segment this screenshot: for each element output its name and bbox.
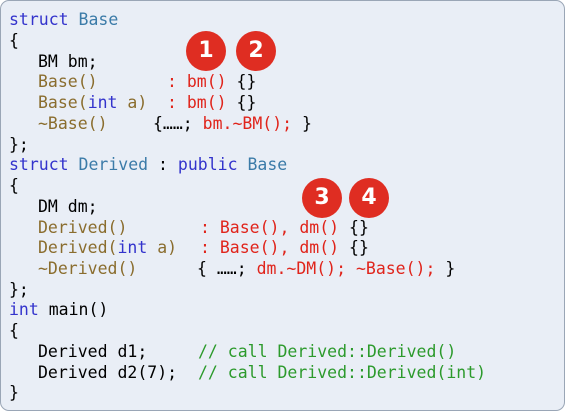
ctor-body: {}: [226, 93, 257, 112]
code-line-open-brace: {: [9, 176, 19, 195]
keyword-int: int: [117, 238, 148, 257]
ctor-body: {}: [339, 218, 369, 237]
comment-d2: // call Derived::Derived(int): [198, 363, 487, 382]
code-line-member-dm: DM dm;: [38, 197, 98, 217]
step-badge-2: 2: [236, 31, 276, 71]
dtor-body-close: }: [435, 259, 456, 278]
code-line-derived-dtor-body: { ……; dm.~DM(); ~Base(); }: [197, 259, 455, 279]
ctor-params: (): [107, 218, 128, 237]
code-line-derived-ctor-int-init: : Base(), dm() {}: [200, 238, 369, 258]
code-line-struct-base: struct Base: [9, 10, 118, 30]
code-line-base-dtor-body: {……; bm.~BM(); }: [153, 114, 312, 134]
code-line-open-brace: {: [9, 31, 19, 50]
code-line-base-ctor-init: : bm() {}: [167, 72, 256, 92]
param-a: a): [117, 93, 148, 112]
code-line-main: int main(): [9, 300, 108, 320]
dtor-body-open: { ……;: [197, 259, 257, 278]
dtor-name: ~Base: [38, 114, 88, 133]
type-name-base: Base: [247, 155, 288, 174]
init-list: : bm(): [167, 72, 227, 91]
type-dm: DM: [38, 197, 58, 216]
code-line-base-ctor: Base(): [38, 72, 98, 92]
dtor-calls: dm.~DM(); ~Base();: [256, 259, 436, 278]
keyword-int: int: [87, 93, 118, 112]
ctor-body: {}: [226, 72, 257, 91]
type-bm: BM: [38, 52, 58, 71]
inheritance-colon: :: [148, 155, 178, 174]
code-line-member-bm: BM bm;: [38, 52, 98, 72]
ctor-name: Base: [38, 93, 78, 112]
code-line-derived-ctor-int: Derived(int a): [38, 238, 177, 258]
dtor-body-close: }: [292, 114, 312, 133]
dtor-params: (): [87, 114, 108, 133]
ctor-name: Derived: [38, 238, 108, 257]
init-list: : bm(): [167, 93, 227, 112]
main-signature: main(): [38, 300, 109, 319]
keyword-struct: struct: [9, 155, 69, 174]
step-badge-4: 4: [349, 178, 389, 218]
code-line-struct-derived: struct Derived : public Base: [9, 155, 287, 175]
code-line-decl-d2: Derived d2(7);: [38, 363, 178, 382]
code-line-derived-dtor: ~Derived(): [38, 259, 137, 279]
type-name-base: Base: [78, 10, 119, 29]
dtor-call-bm: bm.~BM();: [202, 114, 293, 133]
param-a: a): [147, 238, 178, 257]
code-line-open-brace: {: [9, 321, 19, 340]
ctor-params: (): [77, 72, 98, 91]
code-line-close-brace: };: [9, 280, 29, 299]
code-line-base-ctor-int-init: : bm() {}: [167, 93, 256, 113]
dtor-body-open: {……;: [153, 114, 203, 133]
code-line-close-brace: }: [9, 383, 19, 402]
paren-open: (: [77, 93, 88, 112]
keyword-int: int: [9, 300, 39, 319]
dtor-name: ~Derived: [38, 259, 118, 278]
step-badge-3: 3: [302, 178, 342, 218]
code-line-close-brace: };: [9, 135, 29, 154]
keyword-struct: struct: [9, 10, 69, 29]
ctor-body: {}: [339, 238, 369, 257]
member-dm: dm;: [57, 197, 98, 216]
member-bm: bm;: [57, 52, 98, 71]
code-line-base-dtor: ~Base(): [38, 114, 108, 134]
ctor-name: Derived: [38, 218, 108, 237]
code-line-decl-d1: Derived d1;: [38, 342, 148, 361]
init-list: : Base(), dm(): [200, 218, 340, 237]
code-line-derived-ctor: Derived(): [38, 218, 127, 238]
dtor-params: (): [117, 259, 138, 278]
code-line-base-ctor-int: Base(int a): [38, 93, 147, 113]
step-badge-1: 1: [186, 31, 226, 71]
keyword-public: public: [177, 155, 238, 174]
code-line-derived-ctor-init: : Base(), dm() {}: [200, 218, 369, 238]
ctor-name: Base: [38, 72, 78, 91]
type-name-derived: Derived: [78, 155, 149, 174]
paren-open: (: [107, 238, 118, 257]
init-list: : Base(), dm(): [200, 238, 340, 257]
comment-d1: // call Derived::Derived(): [198, 342, 457, 361]
